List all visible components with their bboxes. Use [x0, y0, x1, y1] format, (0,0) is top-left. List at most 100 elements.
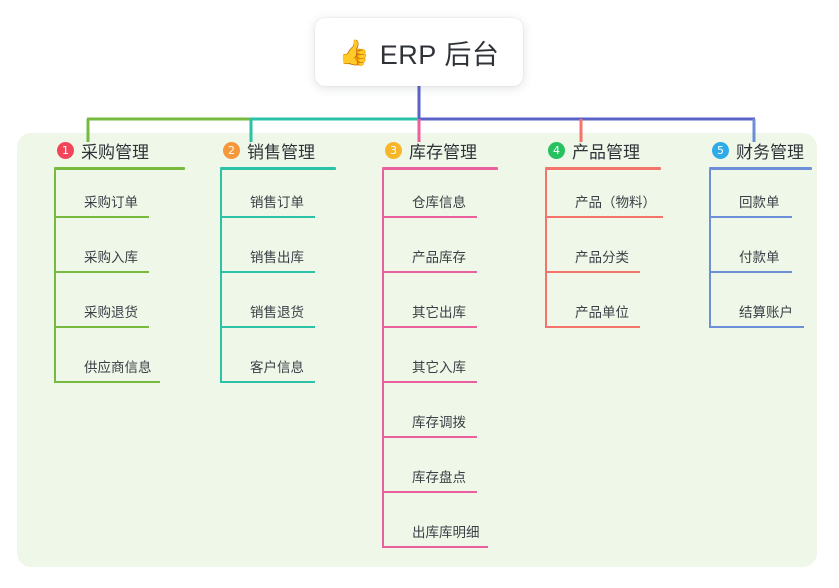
category-title: 采购管理 [81, 142, 149, 162]
category-number-badge: 5 [712, 141, 729, 159]
category-spine [220, 170, 222, 383]
category-item-underline [545, 326, 640, 328]
category-item[interactable]: 产品库存 [382, 225, 498, 280]
category-item-label: 产品单位 [575, 305, 629, 320]
category-item-label: 出库库明细 [412, 525, 480, 540]
category-item-underline [709, 271, 792, 273]
category-number-badge: 2 [223, 141, 240, 159]
category-item-label: 销售出库 [250, 250, 304, 265]
category-spine [545, 170, 547, 328]
category-header[interactable]: 3 库存管理 [365, 133, 498, 167]
category-item-underline [54, 381, 160, 383]
category-header[interactable]: 2 销售管理 [203, 133, 336, 167]
category-item-label: 付款单 [739, 250, 780, 265]
category-column: 3 库存管理仓库信息产品库存其它出库其它入库库存调拨库存盘点出库库明细 [365, 133, 498, 555]
category-item[interactable]: 库存调拨 [382, 390, 498, 445]
category-item-label: 库存盘点 [412, 470, 466, 485]
category-header[interactable]: 5 财务管理 [692, 133, 812, 167]
category-item[interactable]: 销售订单 [220, 170, 336, 225]
category-items: 采购订单采购入库采购退货供应商信息 [54, 170, 185, 390]
category-underline [709, 167, 812, 170]
category-items: 销售订单销售出库销售退货客户信息 [220, 170, 336, 390]
category-item[interactable]: 产品单位 [545, 280, 661, 335]
category-number-badge: 1 [57, 141, 74, 159]
category-item-underline [54, 271, 149, 273]
category-header[interactable]: 1 采购管理 [37, 133, 185, 167]
category-item[interactable]: 采购订单 [54, 170, 185, 225]
category-item[interactable]: 采购退货 [54, 280, 185, 335]
category-items: 产品（物料） 产品分类产品单位 [545, 170, 663, 335]
category-items: 回款单付款单结算账户 [709, 170, 812, 335]
category-item-underline [220, 381, 315, 383]
category-title: 产品管理 [572, 142, 640, 162]
category-item-underline [545, 271, 640, 273]
category-title: 销售管理 [247, 142, 315, 162]
category-item[interactable]: 客户信息 [220, 335, 336, 390]
category-underline [382, 167, 498, 170]
category-item[interactable]: 出库库明细 [382, 500, 498, 555]
category-item-label: 供应商信息 [84, 360, 152, 375]
category-underline [545, 167, 661, 170]
category-item-label: 产品库存 [412, 250, 466, 265]
category-column: 4 产品管理产品（物料） 产品分类产品单位 [528, 133, 663, 335]
category-item[interactable]: 其它出库 [382, 280, 498, 335]
category-item-underline [382, 381, 477, 383]
category-underline [54, 167, 185, 170]
category-item[interactable]: 产品（物料） [545, 170, 663, 225]
category-item[interactable]: 付款单 [709, 225, 812, 280]
category-item-label: 采购入库 [84, 250, 138, 265]
category-item-label: 其它入库 [412, 360, 466, 375]
category-title: 财务管理 [736, 142, 804, 162]
category-number-badge: 4 [548, 141, 565, 159]
category-item-label: 销售订单 [250, 195, 304, 210]
category-item-underline [709, 326, 804, 328]
category-column: 1 采购管理采购订单采购入库采购退货供应商信息 [37, 133, 185, 390]
category-item-underline [54, 216, 149, 218]
category-item-label: 结算账户 [739, 305, 793, 320]
thumbs-up-icon: 👍 [338, 38, 370, 67]
category-underline [220, 167, 336, 170]
category-item-label: 产品分类 [575, 250, 629, 265]
category-item-underline [382, 436, 477, 438]
category-item-underline [382, 271, 477, 273]
category-column: 5 财务管理回款单付款单结算账户 [692, 133, 812, 335]
category-item-label: 仓库信息 [412, 195, 466, 210]
category-item[interactable]: 产品分类 [545, 225, 661, 280]
category-item[interactable]: 仓库信息 [382, 170, 498, 225]
root-title: ERP 后台 [379, 39, 500, 70]
category-spine [54, 170, 56, 383]
category-item-label: 库存调拨 [412, 415, 466, 430]
category-item-label: 回款单 [739, 195, 780, 210]
diagram-background-panel [17, 133, 817, 567]
category-item-underline [709, 216, 792, 218]
category-item[interactable]: 销售出库 [220, 225, 336, 280]
category-title: 库存管理 [409, 142, 477, 162]
category-columns: 1 采购管理采购订单采购入库采购退货供应商信息 2 销售管理销售订单销售出库销售退货客… [17, 133, 817, 567]
category-item[interactable]: 供应商信息 [54, 335, 185, 390]
category-item-underline [382, 546, 488, 548]
category-item-underline [54, 326, 149, 328]
category-item[interactable]: 销售退货 [220, 280, 336, 335]
category-item[interactable]: 回款单 [709, 170, 812, 225]
category-item-label: 产品（物料） [575, 195, 656, 210]
category-item[interactable]: 采购入库 [54, 225, 185, 280]
category-column: 2 销售管理销售订单销售出库销售退货客户信息 [203, 133, 336, 390]
category-item-label: 销售退货 [250, 305, 304, 320]
category-item[interactable]: 结算账户 [709, 280, 812, 335]
category-item-underline [545, 216, 663, 218]
category-spine [382, 170, 384, 548]
category-number-badge: 3 [385, 141, 402, 159]
category-item-underline [220, 216, 315, 218]
root-node-card[interactable]: 👍 ERP 后台 [315, 18, 523, 86]
category-item-label: 采购退货 [84, 305, 138, 320]
category-item-label: 采购订单 [84, 195, 138, 210]
category-item-label: 客户信息 [250, 360, 304, 375]
category-item[interactable]: 其它入库 [382, 335, 498, 390]
category-item-underline [382, 491, 477, 493]
category-item-underline [220, 326, 315, 328]
category-header[interactable]: 4 产品管理 [528, 133, 661, 167]
category-item[interactable]: 库存盘点 [382, 445, 498, 500]
category-spine [709, 170, 711, 328]
category-items: 仓库信息产品库存其它出库其它入库库存调拨库存盘点出库库明细 [382, 170, 498, 555]
category-item-underline [220, 271, 315, 273]
